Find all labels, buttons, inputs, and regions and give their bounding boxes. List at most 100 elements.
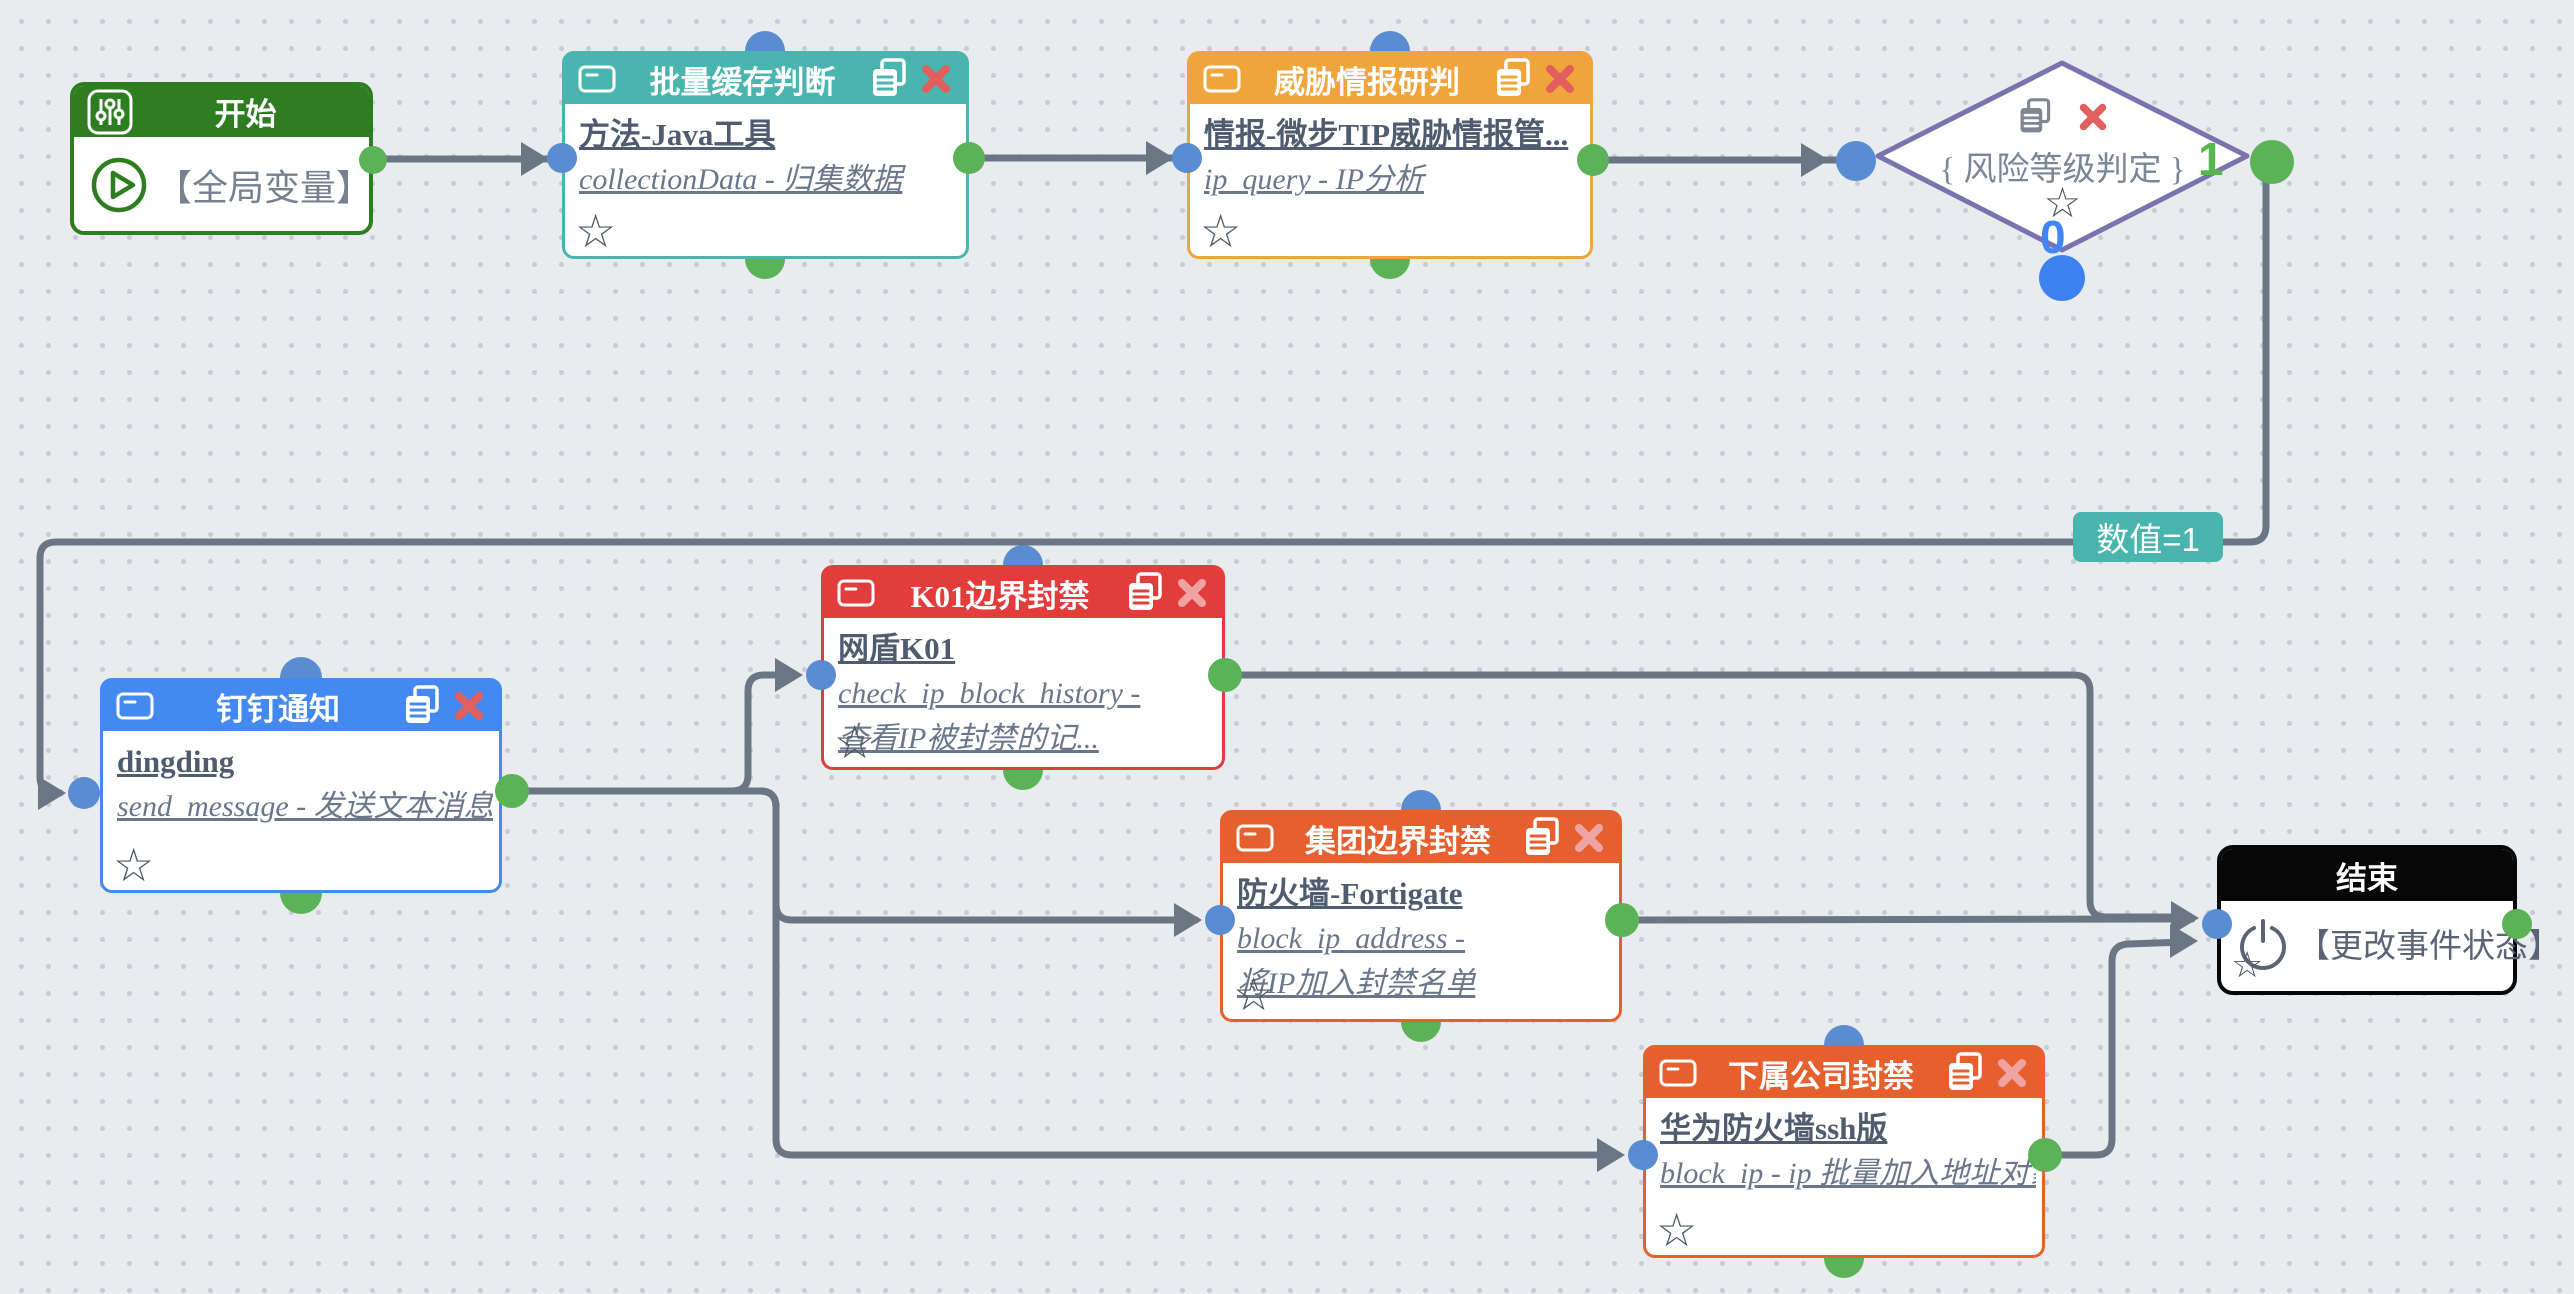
favorite-star-icon[interactable]: ☆ [834,715,876,769]
node-dingtalk-notify[interactable]: 钉钉通知 dingding send_message - 发送文本消息 ☆ [100,678,502,893]
body-line: 网盾K01 [838,631,956,666]
copy-icon[interactable] [1944,1052,1986,1094]
decision-diamond-shape [1875,60,2250,253]
body-line: 方法-Java工具 [579,117,776,152]
favorite-star-icon[interactable]: ☆ [2231,945,2264,986]
node-header: 批量缓存判断 [565,54,966,104]
node-header: 钉钉通知 [103,681,499,731]
input-port-dingtalk-notify[interactable] [68,777,100,809]
body-line: 情报-微步TIP威胁情报管... [1204,117,1569,152]
output-port-k01-border-block[interactable] [1208,658,1242,692]
node-end[interactable]: 结束【更改事件状态】☆ [2217,845,2561,995]
copy-icon[interactable] [1492,58,1534,100]
input-port-subsidiary-block[interactable] [1628,1140,1658,1170]
copy-icon[interactable] [1521,817,1563,859]
input-port-threat-intel-analysis[interactable] [1172,143,1202,173]
node-threat-intel-analysis[interactable]: 威胁情报研判情报-微步TIP威胁情报管... ip_query - IP分析 ☆ [1187,51,1593,259]
output-port-end[interactable] [2502,909,2532,939]
body-line: 防火墙-Fortigate [1237,876,1463,911]
node-body-row: 【更改事件状态】 [2235,909,2561,971]
edge-subsidiary-to-end[interactable] [2041,938,2190,1159]
output-port-risk-level-decision[interactable] [2250,140,2294,184]
node-title: { 风险等级判定 } [1939,152,2186,188]
node-body-label: 【全局变量】 [156,168,373,208]
body-line: block_ip - ip 批量加入地址对象 [1660,1157,2036,1190]
output-port-dingtalk-notify[interactable] [495,774,529,808]
favorite-star-icon[interactable]: ☆ [1200,204,1242,258]
close-icon[interactable] [1571,820,1607,856]
node-subsidiary-block[interactable]: 下属公司封禁华为防火墙ssh版 block_ip - ip 批量加入地址对象 ☆ [1643,1045,2045,1258]
output-port-batch-cache-check[interactable] [953,142,985,174]
card-icon [577,63,617,95]
copy-icon[interactable] [401,685,443,727]
sliders-icon [86,88,134,136]
node-body: dingding send_message - 发送文本消息 ☆ [103,731,499,890]
body-line: collectionData - 归集数据 [579,163,903,196]
body-line: dingding [117,744,235,779]
close-icon[interactable] [451,688,487,724]
node-title: 威胁情报研判 [1274,64,1460,100]
node-title: K01边界封禁 [910,578,1090,614]
output-port-threat-intel-analysis[interactable] [1577,144,1609,176]
favorite-star-icon[interactable]: ☆ [1233,967,1275,1021]
output-port-start[interactable] [359,146,387,174]
input-port-k01-border-block[interactable] [806,660,836,690]
close-icon[interactable] [1174,575,1210,611]
node-body: 华为防火墙ssh版 block_ip - ip 批量加入地址对象 ☆ [1646,1098,2042,1255]
close-icon[interactable] [918,61,954,97]
close-icon[interactable] [1994,1055,2030,1091]
decision-icons-row [1875,98,2250,136]
body-line: 华为防火墙ssh版 [1660,1111,1888,1146]
edge-dingtalk-to-k01[interactable] [508,671,800,795]
node-body: 【全局变量】 [74,137,373,231]
input-port-group-border-block[interactable] [1205,905,1235,935]
branch-label-true: 1 [2198,133,2224,185]
play-icon [88,154,150,216]
favorite-star-icon[interactable]: ☆ [113,838,155,892]
edge-group-to-end[interactable] [1618,915,2196,924]
node-start[interactable]: 开始【全局变量】 [70,82,373,235]
output-port-subsidiary-block[interactable] [2028,1138,2062,1172]
card-icon [836,577,876,609]
body-line: ip_query - IP分析 [1204,163,1424,196]
favorite-star-icon[interactable]: ☆ [1656,1203,1698,1257]
node-body: 情报-微步TIP威胁情报管... ip_query - IP分析 ☆ [1190,104,1590,256]
condition-badge[interactable]: 数值=1 [2073,512,2223,562]
edge-dingtalk-to-group[interactable] [508,787,1200,924]
node-title: 集团边界封禁 [1305,823,1491,859]
copy-icon[interactable] [868,58,910,100]
node-title: 结束 [2336,860,2398,896]
close-icon[interactable] [2076,98,2110,136]
branch-label-false: 0 [2040,211,2066,263]
favorite-star-icon[interactable]: ☆ [2043,178,2082,227]
copy-icon[interactable] [2016,98,2054,136]
node-title: 批量缓存判断 [649,64,836,100]
node-header: 结束 [2221,849,2513,901]
node-header: 集团边界封禁 [1223,813,1619,863]
node-header: K01边界封禁 [824,568,1222,618]
edge-dingtalk-to-subsidiary[interactable] [508,787,1622,1159]
favorite-star-icon[interactable]: ☆ [575,204,617,258]
copy-icon[interactable] [1124,572,1166,614]
card-icon [1202,63,1242,95]
node-batch-cache-check[interactable]: 批量缓存判断方法-Java工具 collectionData - 归集数据 ☆ [562,51,969,259]
node-title: 开始 [214,97,277,132]
power-icon [2235,915,2291,971]
input-port-batch-cache-check[interactable] [547,143,577,173]
node-body: 【更改事件状态】☆ [2221,901,2561,991]
body-line: send_message - 发送文本消息 [117,790,493,823]
input-port-end[interactable] [2202,909,2232,939]
output-port-risk-level-decision[interactable] [2039,255,2085,301]
output-port-group-border-block[interactable] [1605,903,1639,937]
node-title: 下属公司封禁 [1728,1058,1914,1094]
close-icon[interactable] [1542,61,1578,97]
input-port-risk-level-decision[interactable] [1836,141,1876,181]
node-risk-level-decision[interactable]: { 风险等级判定 }☆ [1875,60,2250,253]
card-icon [1235,822,1275,854]
